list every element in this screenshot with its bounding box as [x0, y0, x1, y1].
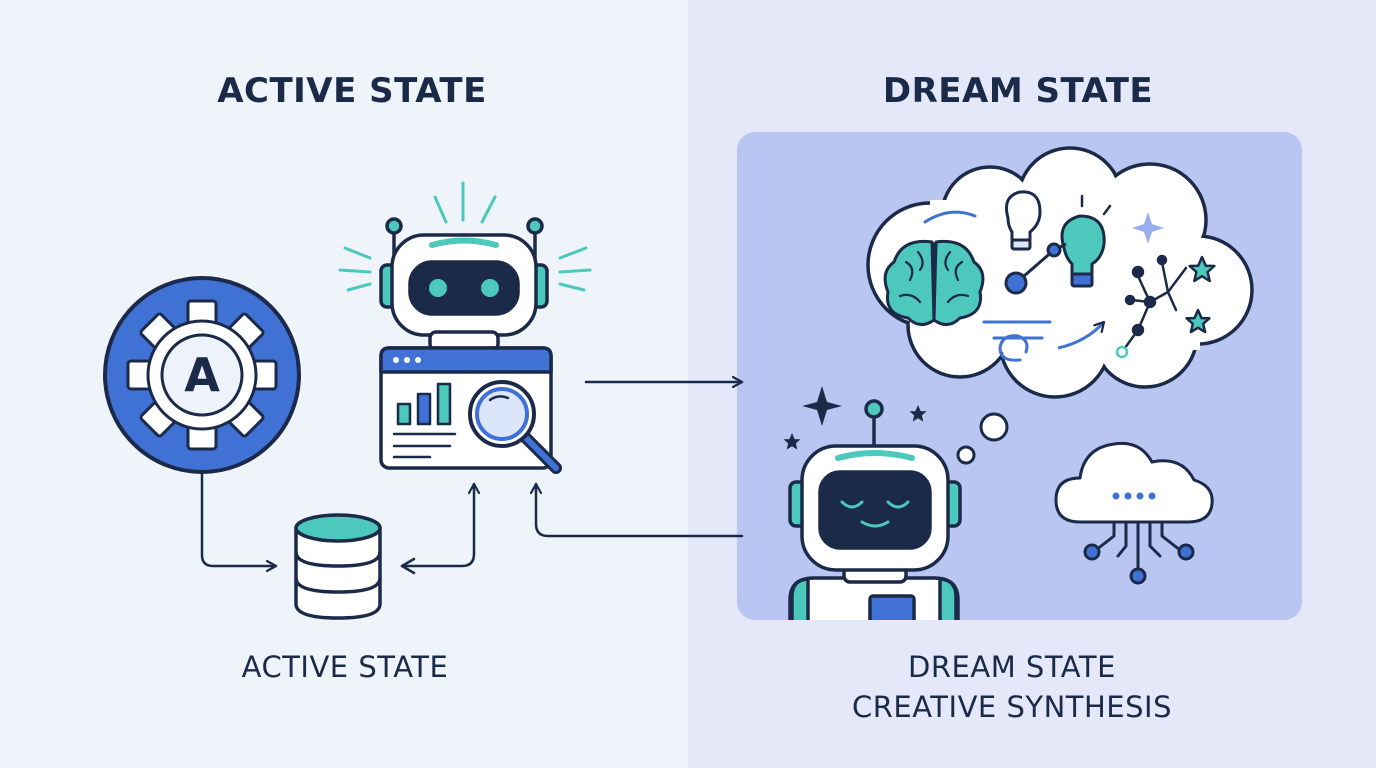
active-state-caption: ACTIVE STATE: [241, 650, 449, 684]
magnifier-icon: [468, 380, 562, 474]
flow-arrows: [200, 382, 744, 575]
node-tree-icon: [1115, 254, 1188, 359]
arrow-database-to-dashboard: [400, 482, 474, 568]
lightbulb-icon: [1005, 190, 1112, 288]
creative-synthesis-caption: CREATIVE SYNTHESIS: [852, 690, 1172, 724]
swirl-marks: [923, 210, 1052, 362]
active-state-title: ACTIVE STATE: [217, 71, 487, 111]
dream-state-caption: DREAM STATE: [908, 650, 1116, 684]
database-icon: [294, 513, 382, 620]
robot-icon: [379, 217, 549, 352]
sparkle-icon: [1132, 212, 1164, 244]
gear-letter: A: [184, 348, 220, 402]
sleeping-robot-icon: [788, 399, 962, 620]
gear-icon: A: [103, 276, 301, 474]
sparkle-stars: [783, 386, 927, 450]
idea-arrow: [1057, 322, 1106, 350]
dream-state-title: DREAM STATE: [882, 71, 1154, 111]
arrow-dashboard-to-database: [400, 557, 416, 575]
cloud-network-icon: [1054, 441, 1214, 585]
network-icon: [1004, 242, 1067, 295]
star-icon: [1185, 255, 1216, 334]
arrow-dream-feedback: [536, 482, 744, 538]
arrow-gear-to-database: [200, 470, 278, 566]
activity-rays: [338, 181, 592, 292]
brain-icon: [883, 239, 985, 326]
